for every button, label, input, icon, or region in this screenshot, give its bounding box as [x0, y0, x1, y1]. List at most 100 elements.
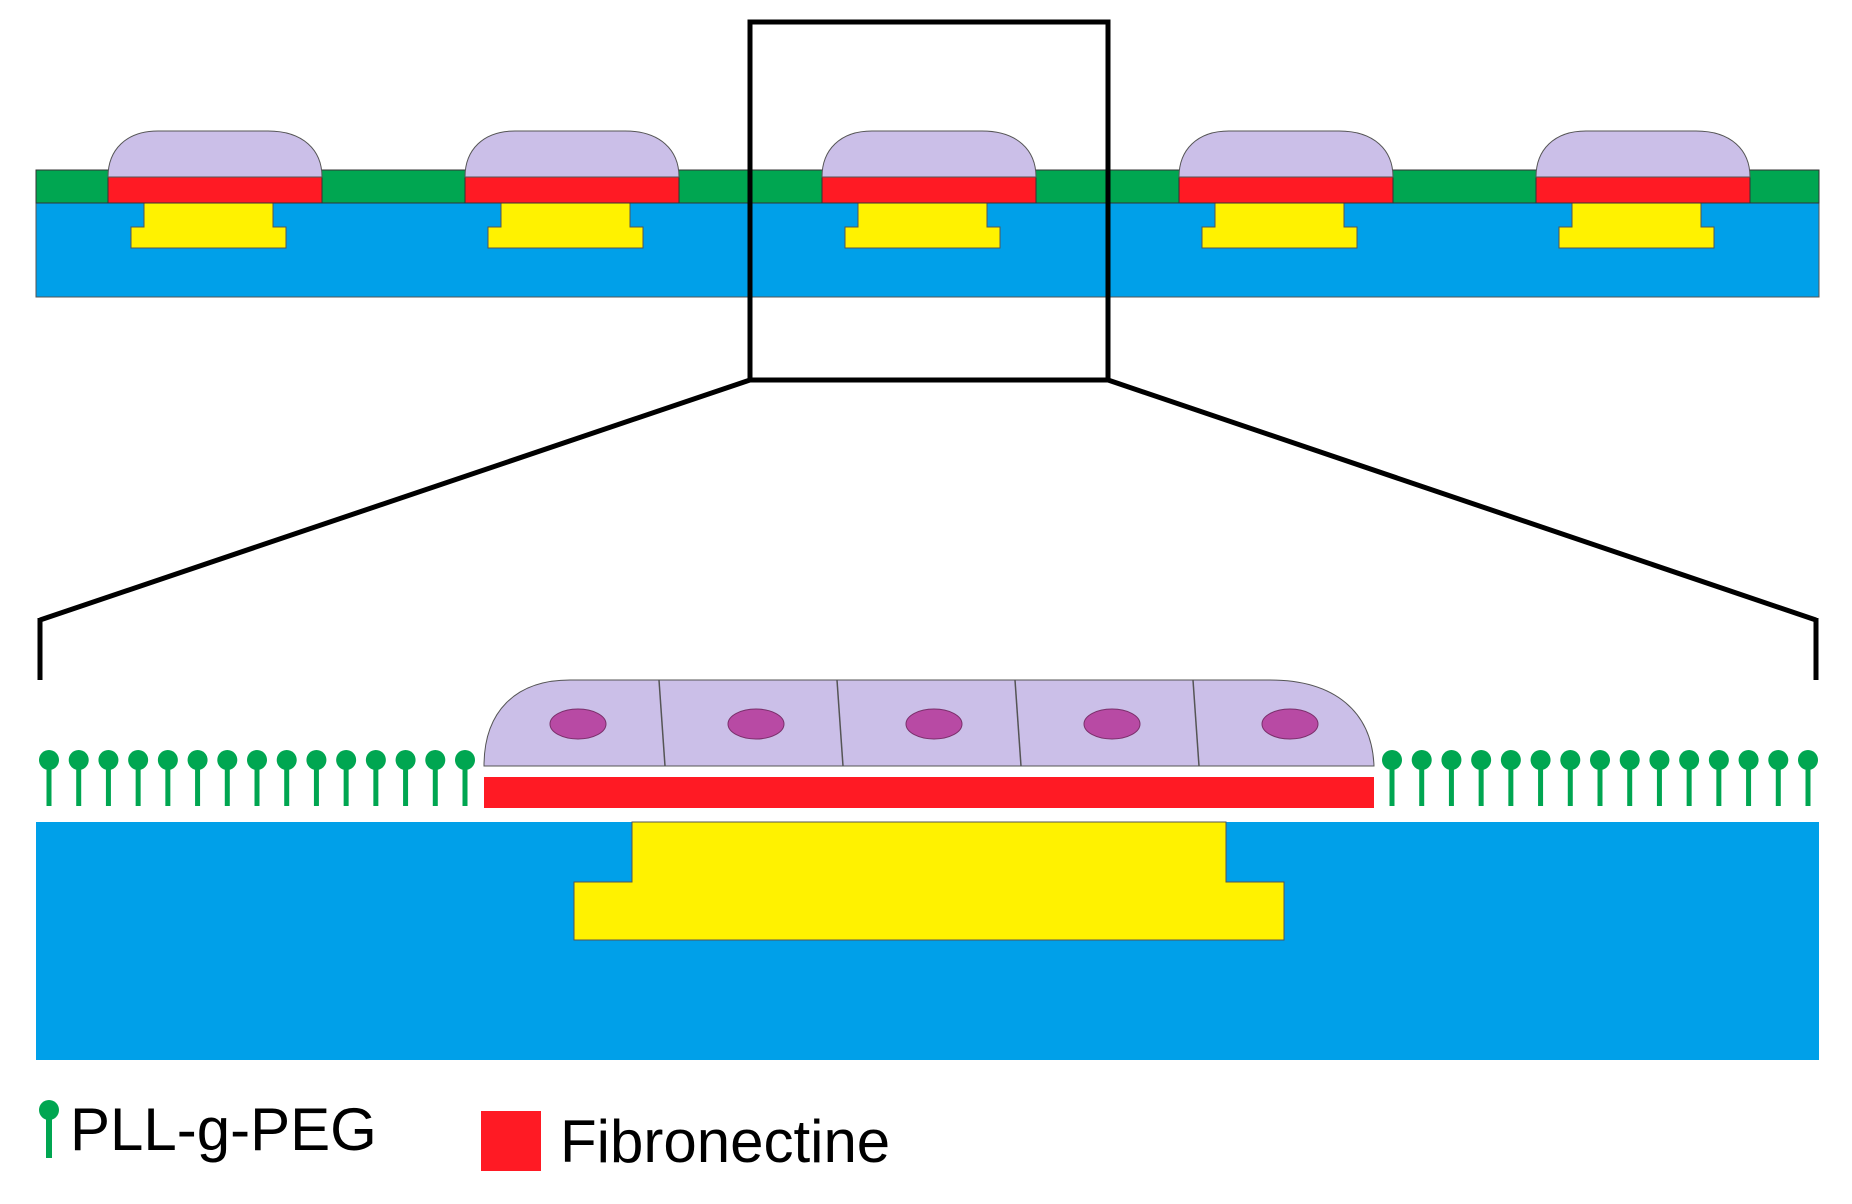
overview-cell-cluster: [1535, 130, 1751, 178]
cell-border: [658, 679, 666, 767]
pll-g-peg-molecule: [1441, 750, 1462, 806]
cell-border: [1014, 679, 1022, 767]
cell-nucleus: [1261, 708, 1319, 740]
pll-g-peg-molecule: [1679, 750, 1700, 806]
overview-pattern: [464, 130, 680, 249]
peg-head: [1441, 750, 1462, 770]
pll-g-peg-molecule: [1411, 750, 1432, 806]
peg-head: [1560, 750, 1581, 770]
peg-head: [1500, 750, 1521, 770]
overview-electrode: [1558, 202, 1715, 249]
peg-head: [395, 750, 416, 770]
peg-head: [247, 750, 267, 770]
zoom-nuclei: [549, 708, 1319, 740]
overview-patterns: [107, 130, 1751, 249]
overview-fibronectin: [821, 176, 1037, 204]
pll-g-peg-molecule: [68, 750, 89, 806]
zoom-cell-borders: [658, 679, 1200, 767]
legend-label-pll-g-peg: PLL-g-PEG: [70, 1096, 377, 1163]
zoom-electrode: [573, 821, 1285, 941]
peg-head: [157, 750, 178, 770]
peg-head: [217, 750, 238, 770]
pll-g-peg-molecule: [1590, 750, 1610, 806]
peg-head: [365, 750, 386, 770]
pll-g-peg-molecule: [128, 750, 149, 806]
peg-head: [68, 750, 89, 770]
pll-g-peg-molecule: [1708, 750, 1729, 806]
peg-head: [425, 750, 446, 770]
zoom-line-right: [1107, 377, 1817, 623]
peg-head: [1798, 750, 1818, 770]
pll-g-peg-molecule: [1530, 750, 1551, 806]
pll-g-peg-molecule: [306, 750, 327, 806]
pll-g-peg-molecule: [1649, 750, 1670, 806]
peg-head: [1649, 750, 1670, 770]
overview-cell-cluster: [821, 130, 1037, 178]
peg-brushes-left: [39, 750, 475, 806]
zoom-line-left: [39, 377, 751, 623]
red-square-icon: [481, 1111, 541, 1171]
peg-head: [1619, 750, 1640, 770]
cell-border: [836, 679, 844, 767]
pll-g-peg-molecule: [365, 750, 386, 806]
overview-pattern: [1178, 130, 1394, 249]
overview-electrode: [487, 202, 644, 249]
overview-cell-cluster: [1178, 130, 1394, 178]
peg-head: [455, 750, 475, 770]
pll-g-peg-molecule: [455, 750, 475, 806]
pll-g-peg-molecule: [217, 750, 238, 806]
cell-nucleus: [549, 708, 607, 740]
peg-head: [39, 750, 59, 770]
pll-g-peg-molecule: [425, 750, 446, 806]
overview-electrode: [130, 202, 287, 249]
cell-nucleus: [905, 708, 963, 740]
peg-head: [1590, 750, 1610, 770]
magnifier-box: [747, 19, 1111, 383]
zoom-section: [36, 679, 1819, 1060]
pll-g-peg-molecule: [1471, 750, 1492, 806]
overview-pattern: [1535, 130, 1751, 249]
overview-electrode: [1201, 202, 1358, 249]
overview-cell-cluster: [464, 130, 680, 178]
peg-head: [1411, 750, 1432, 770]
pll-g-peg-molecule: [1768, 750, 1789, 806]
overview-fibronectin: [464, 176, 680, 204]
overview-strip: [35, 130, 1820, 298]
pll-g-peg-molecule: [1560, 750, 1581, 806]
pll-g-peg-molecule: [1382, 750, 1402, 806]
peg-head: [1768, 750, 1789, 770]
overview-electrode: [844, 202, 1001, 249]
cell-nucleus: [1083, 708, 1141, 740]
peg-head: [1382, 750, 1402, 770]
peg-head: [1708, 750, 1729, 770]
pll-g-peg-molecule: [98, 750, 119, 806]
pll-g-peg-molecule: [187, 750, 208, 806]
overview-fibronectin: [107, 176, 323, 204]
pll-g-peg-brush-icon: [39, 1100, 59, 1158]
overview-cell-cluster: [107, 130, 323, 178]
pll-g-peg-molecule: [395, 750, 416, 806]
zoom-fibronectin-layer: [484, 777, 1374, 808]
magnifier: [37, 19, 1819, 680]
pll-g-peg-molecule: [1798, 750, 1818, 806]
overview-fibronectin: [1178, 176, 1394, 204]
legend-label-fibronectine: Fibronectine: [560, 1108, 890, 1175]
peg-head: [306, 750, 327, 770]
peg-head: [276, 750, 297, 770]
peg-brushes-right: [1382, 750, 1818, 806]
peg-head: [128, 750, 149, 770]
peg-head: [1530, 750, 1551, 770]
overview-pattern: [107, 130, 323, 249]
peg-head: [187, 750, 208, 770]
pll-g-peg-molecule: [157, 750, 178, 806]
overview-pattern: [821, 130, 1037, 249]
legend: PLL-g-PEG Fibronectine: [39, 1096, 890, 1175]
peg-head: [336, 750, 357, 770]
pll-g-peg-molecule: [1500, 750, 1521, 806]
pll-g-peg-molecule: [276, 750, 297, 806]
pll-g-peg-molecule: [1738, 750, 1759, 806]
peg-head: [1471, 750, 1492, 770]
pll-g-peg-molecule: [1619, 750, 1640, 806]
pll-g-peg-molecule: [39, 750, 59, 806]
